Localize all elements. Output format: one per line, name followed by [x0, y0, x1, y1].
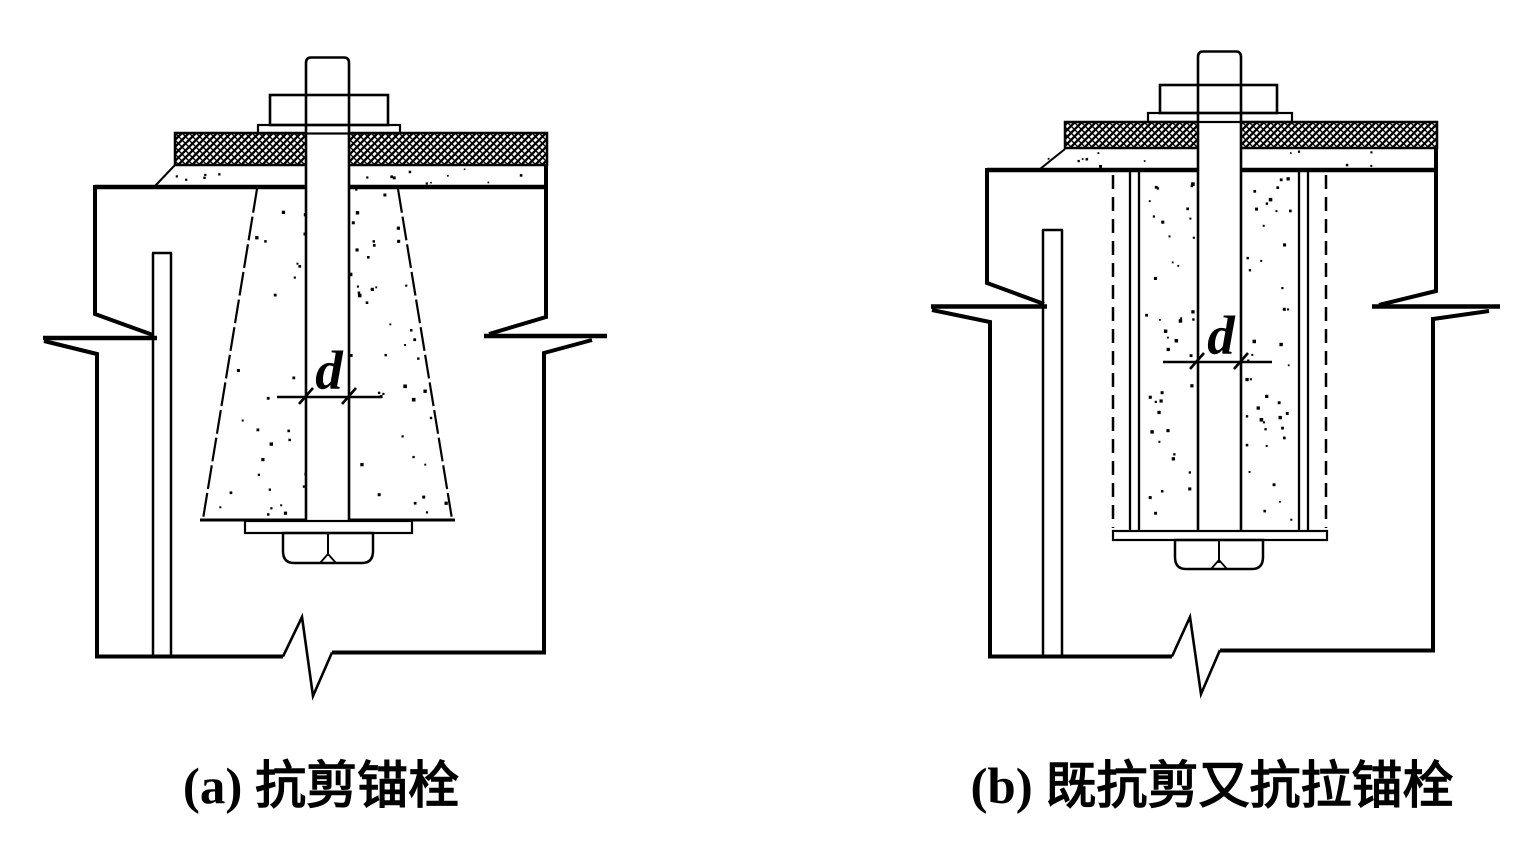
concrete-right-edge-lower-b	[1431, 309, 1490, 650]
bottom-anchorage-b	[1111, 529, 1329, 571]
bottom-break-zigzag-b	[1170, 612, 1222, 699]
embedded-tube-a	[151, 251, 173, 656]
dimension-tick-left-a	[298, 387, 314, 405]
concrete-pedestal-b	[931, 148, 1500, 699]
base-plate-hatched-a	[173, 131, 549, 167]
anchor-bolt-a	[304, 56, 351, 521]
concrete-pedestal-a	[43, 165, 607, 701]
leveling-grout-stipple-a	[175, 168, 523, 185]
hex-nut-bottom-a	[281, 531, 375, 565]
bottom-anchorage-a	[243, 519, 414, 565]
dim-label-d-a: d	[315, 340, 344, 401]
leveling-layer-slope-b	[1039, 148, 1066, 170]
dimension-tick-left-b	[1189, 352, 1205, 370]
washer-a	[256, 123, 402, 135]
figure-a-caption: (a) 抗剪锚栓	[182, 759, 460, 815]
grout-stipple-b	[1145, 177, 1293, 521]
figure-a-drawing	[43, 56, 607, 701]
pocket-edge-left-a	[201, 188, 259, 520]
base-plate-hatched-b	[1063, 120, 1439, 150]
concrete-right-edge-upper-b	[1378, 148, 1438, 307]
concrete-left-edge-upper-b	[985, 168, 1045, 306]
bottom-break-zigzag-a	[281, 612, 334, 701]
hex-nut-bottom-b	[1173, 538, 1265, 571]
dimension-tick-right-b	[1233, 352, 1249, 370]
bolt-shaft-outline-b	[1196, 50, 1243, 531]
dim-label-d-b: d	[1207, 305, 1236, 366]
anchor-plate-a	[243, 519, 414, 535]
embedded-tube-b	[1041, 228, 1064, 656]
bolt-shaft-fill-b	[1197, 51, 1242, 530]
anchor-bolt-b	[1196, 50, 1243, 531]
nut-chamfer-a	[319, 552, 337, 564]
dimension-d-a	[277, 387, 382, 405]
nut-chamfer-b	[1210, 558, 1228, 570]
figure-b-caption: (b) 既抗剪又抗拉锚栓	[970, 759, 1454, 815]
dimension-tick-right-a	[341, 387, 357, 405]
anchor-plate-b	[1111, 529, 1329, 542]
washer-b	[1146, 111, 1294, 124]
figure-b-drawing	[931, 50, 1500, 699]
grout-pocket-a	[154, 164, 454, 520]
concrete-left-edge-lower-b	[931, 308, 992, 657]
concrete-right-edge-upper-a	[488, 165, 548, 336]
pocket-edge-right-a	[396, 188, 454, 520]
bolt-shaft-outline-a	[304, 56, 351, 521]
bolt-shaft-fill-a	[305, 57, 350, 520]
concrete-left-edge-upper-a	[93, 185, 154, 337]
dimension-d-b	[1163, 352, 1272, 370]
sleeve-assembly-b	[1039, 148, 1328, 531]
concrete-left-edge-lower-a	[43, 339, 99, 657]
concrete-right-edge-lower-a	[542, 338, 593, 652]
leveling-layer-slope-a	[154, 164, 176, 187]
